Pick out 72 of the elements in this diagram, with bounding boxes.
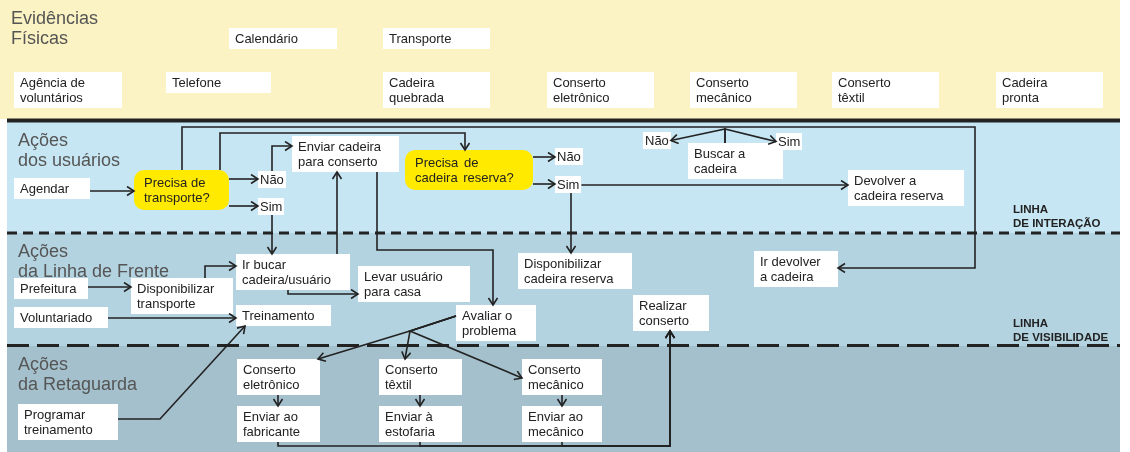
process-box: Prefeitura bbox=[14, 278, 88, 299]
process-box: Enviar à estofaria bbox=[379, 406, 462, 442]
swimlane-band bbox=[0, 0, 1120, 119]
process-box: Conserto têxtil bbox=[832, 72, 939, 108]
lane-title: Ações da Linha de Frente bbox=[18, 241, 170, 281]
process-box: Agendar bbox=[14, 178, 90, 199]
arrow bbox=[331, 171, 343, 255]
arrow bbox=[532, 151, 556, 163]
answer-label: Sim bbox=[776, 133, 803, 150]
process-box: Conserto mecânico bbox=[522, 359, 602, 395]
boundary-line-label: LINHA DE INTERAÇÃO bbox=[1013, 202, 1101, 230]
swimlane-band bbox=[7, 346, 1120, 452]
lane-title: Evidências Físicas bbox=[11, 8, 99, 48]
process-box: Cadeira pronta bbox=[996, 72, 1103, 108]
process-box: Conserto eletrônico bbox=[237, 359, 320, 395]
process-box: Devolver a cadeira reserva bbox=[848, 170, 964, 206]
answer-label: Não bbox=[258, 171, 286, 188]
process-box: Realizar conserto bbox=[633, 295, 709, 331]
arrow bbox=[556, 394, 568, 407]
process-box: Ir bucar cadeira/usuário bbox=[236, 254, 350, 290]
swimlane-band bbox=[7, 122, 1120, 233]
arrow bbox=[580, 179, 849, 191]
arrow bbox=[271, 140, 293, 172]
process-box: Conserto eletrônico bbox=[547, 72, 654, 108]
lane-title: Ações da Retaguarda bbox=[18, 354, 138, 394]
arrow bbox=[272, 394, 284, 407]
process-box: Enviar cadeira para conserto bbox=[292, 136, 399, 172]
arrow bbox=[561, 330, 676, 447]
decision-box: Precisa de transporte? bbox=[134, 170, 229, 210]
arrow bbox=[181, 126, 976, 274]
process-box: Agência de voluntários bbox=[14, 72, 122, 108]
process-box: Disponibilizar cadeira reserva bbox=[518, 253, 632, 289]
process-box: Telefone bbox=[166, 72, 271, 93]
answer-label: Não bbox=[643, 132, 671, 149]
arrow bbox=[532, 178, 556, 190]
arrow bbox=[565, 192, 577, 254]
arrow bbox=[376, 171, 499, 306]
answer-label: Sim bbox=[555, 176, 582, 193]
process-box: Transporte bbox=[383, 28, 490, 49]
process-box: Treinamento bbox=[236, 305, 331, 326]
arrow bbox=[724, 128, 777, 145]
arrow bbox=[89, 185, 135, 197]
process-box: Avaliar o problema bbox=[456, 305, 536, 341]
arrow bbox=[228, 200, 259, 212]
arrow bbox=[266, 214, 278, 255]
process-box: Disponibilizar transporte bbox=[131, 278, 233, 314]
process-box: Cadeira quebrada bbox=[383, 72, 490, 108]
answer-label: Sim bbox=[258, 198, 285, 215]
arrow bbox=[219, 132, 471, 171]
arrow bbox=[414, 394, 426, 407]
process-box: Enviar ao fabricante bbox=[237, 406, 320, 442]
process-box: Levar usuário para casa bbox=[358, 266, 470, 302]
process-box: Programar treinamento bbox=[18, 404, 118, 440]
arrow bbox=[407, 315, 523, 381]
lane-title: Ações dos usuários bbox=[18, 130, 121, 170]
arrow bbox=[228, 173, 259, 185]
boundary-line-label: LINHA DE VISIBILIDADE bbox=[1013, 316, 1109, 344]
arrow bbox=[117, 325, 246, 420]
process-box: Calendário bbox=[229, 28, 337, 49]
answer-label: Não bbox=[555, 148, 583, 165]
process-box: Enviar ao mecânico bbox=[522, 406, 602, 442]
arrow bbox=[287, 288, 359, 300]
arrow bbox=[670, 128, 726, 145]
arrow bbox=[204, 260, 237, 279]
process-box: Conserto mecânico bbox=[690, 72, 797, 108]
process-box: Conserto têxtil bbox=[379, 359, 462, 395]
decision-box: Precisa de cadeira reserva? bbox=[405, 150, 533, 190]
swimlane-band bbox=[7, 233, 1120, 346]
process-box: Voluntariado bbox=[14, 307, 108, 328]
arrow bbox=[87, 281, 132, 293]
process-box: Ir devolver a cadeira bbox=[754, 251, 838, 287]
arrow bbox=[107, 312, 237, 324]
